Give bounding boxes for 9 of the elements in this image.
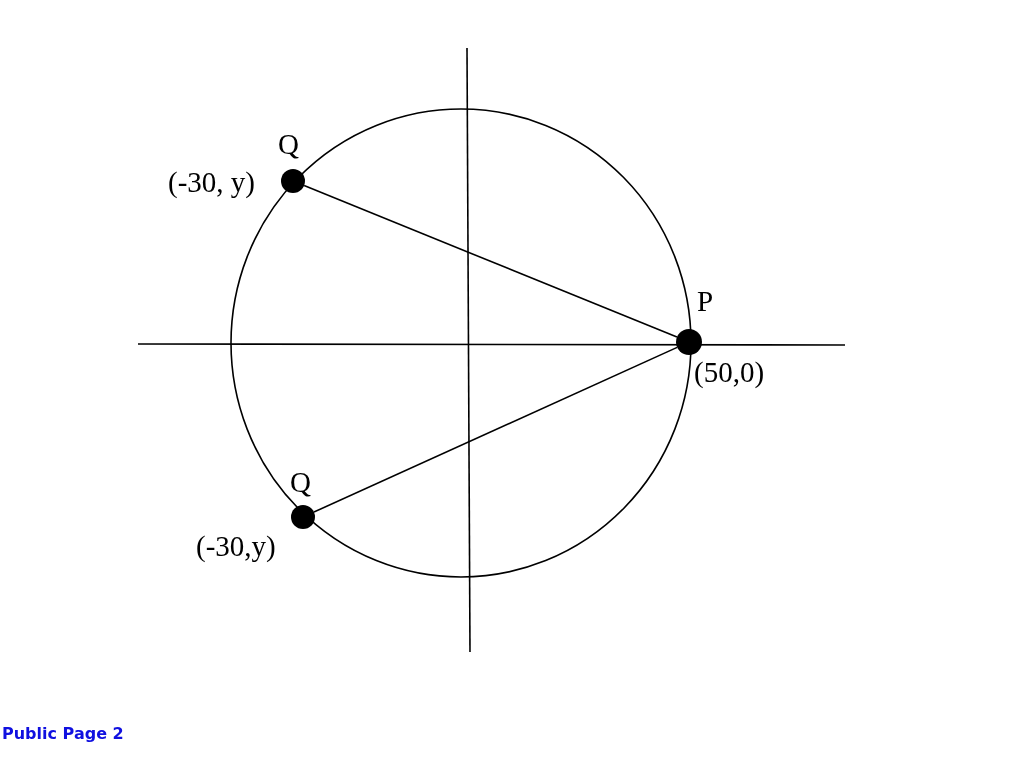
page-footer: Public Page 2 [2, 724, 124, 743]
coordinate-label: (-30,y) [196, 532, 276, 561]
coordinate-label: (50,0) [694, 358, 765, 387]
point-name: P [697, 287, 714, 316]
line-segment [313, 346, 678, 513]
point-name: Q [290, 468, 311, 497]
point-name: Q [278, 130, 299, 159]
coordinate-label: (-30, y) [168, 168, 255, 197]
line-segment [303, 184, 678, 338]
